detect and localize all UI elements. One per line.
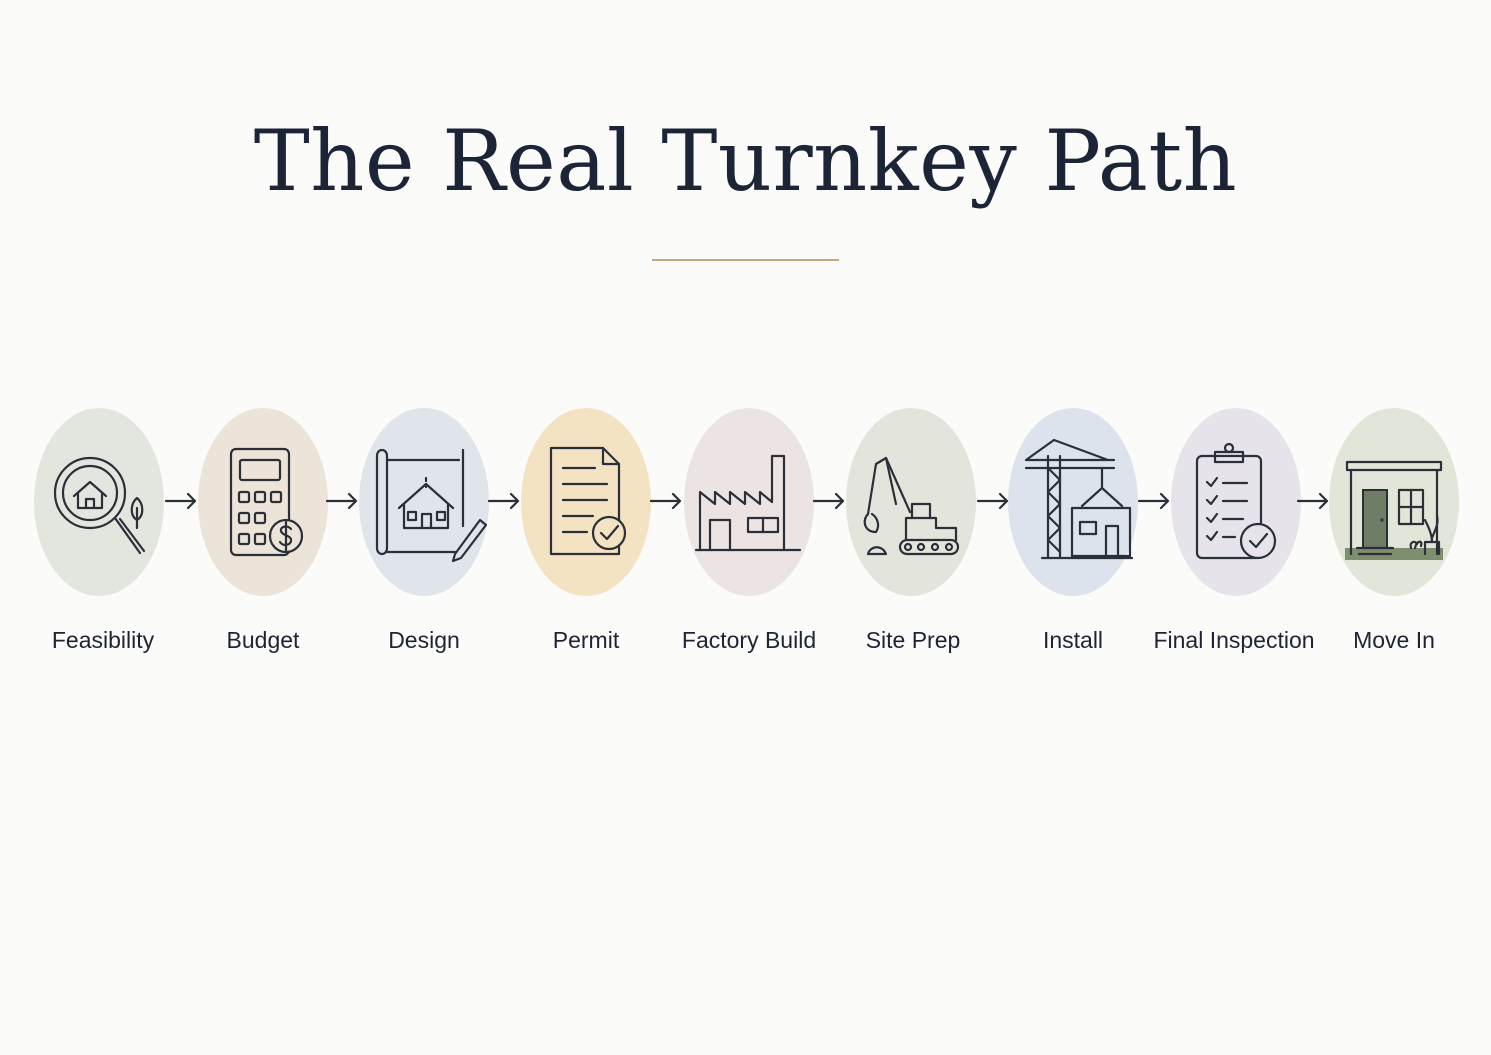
step-design	[359, 408, 489, 596]
step-factory-build	[684, 408, 814, 596]
step-label-factory-build: Factory Build	[681, 627, 817, 653]
step-label-budget: Budget	[226, 627, 300, 653]
calculator-icon	[229, 447, 304, 557]
permit-document-icon	[549, 446, 627, 556]
arrow-right-icon	[1137, 491, 1171, 511]
arrow-right-icon	[325, 491, 359, 511]
step-budget	[198, 408, 328, 596]
page-title: The Real Turnkey Path	[253, 112, 1238, 210]
step-label-site-prep: Site Prep	[865, 627, 961, 653]
clipboard-check-icon	[1195, 442, 1277, 560]
crane-icon	[1024, 438, 1134, 560]
step-label-design: Design	[388, 627, 460, 653]
arrow-right-icon	[487, 491, 521, 511]
step-label-move-in: Move In	[1353, 627, 1435, 653]
step-label-permit: Permit	[552, 627, 620, 653]
arrow-right-icon	[976, 491, 1010, 511]
step-feasibility	[34, 408, 164, 596]
step-label-final-inspection: Final Inspection	[1153, 627, 1315, 653]
arrow-right-icon	[812, 491, 846, 511]
excavator-icon	[863, 456, 960, 556]
step-move-in	[1329, 408, 1459, 596]
title-divider	[652, 259, 839, 261]
magnifier-house-icon	[53, 456, 146, 555]
blueprint-icon	[375, 448, 488, 563]
step-label-install: Install	[1042, 627, 1104, 653]
factory-icon	[694, 454, 802, 552]
step-final-inspection	[1171, 408, 1301, 596]
arrow-right-icon	[1296, 491, 1330, 511]
arrow-right-icon	[164, 491, 198, 511]
step-install	[1008, 408, 1138, 596]
step-label-feasibility: Feasibility	[51, 627, 155, 653]
front-door-icon	[1345, 460, 1443, 560]
step-site-prep	[846, 408, 976, 596]
step-permit	[521, 408, 651, 596]
arrow-right-icon	[649, 491, 683, 511]
